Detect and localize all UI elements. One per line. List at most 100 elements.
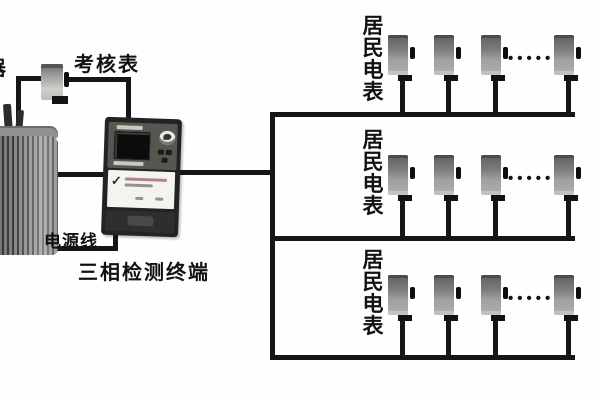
meter-drop xyxy=(493,198,498,238)
wire-to-assessment-meter xyxy=(16,76,46,81)
terminal-dial-mark xyxy=(163,133,172,141)
transformer-icon xyxy=(0,100,60,257)
terminal-button xyxy=(157,149,164,155)
transformer-shading xyxy=(0,136,58,255)
meter-drop xyxy=(446,318,451,357)
meter-seal xyxy=(503,47,508,59)
transformer-body xyxy=(0,136,58,255)
terminal-brand-text xyxy=(116,125,143,131)
meter-seal xyxy=(456,287,461,299)
meter-terminal-bar xyxy=(491,195,505,201)
terminal-front-panel xyxy=(107,121,178,171)
meter-drop xyxy=(400,78,405,114)
meter-drop xyxy=(400,318,405,357)
meter-drop xyxy=(400,198,405,238)
nameplate-text-line xyxy=(124,177,167,182)
meter-seal xyxy=(456,167,461,179)
meter-terminal-bar xyxy=(491,75,505,81)
meter-seal xyxy=(410,287,415,299)
meter-body xyxy=(434,275,454,315)
bus-line-row3 xyxy=(270,355,575,360)
meter-seal xyxy=(576,287,581,299)
terminal-button xyxy=(161,157,168,163)
meter-terminal-bar xyxy=(398,195,412,201)
electric-meter-icon xyxy=(434,35,462,81)
meter-seal xyxy=(576,47,581,59)
meter-drop xyxy=(493,318,498,357)
meter-seal xyxy=(410,167,415,179)
meter-terminal-bar xyxy=(491,315,505,321)
meter-seal xyxy=(456,47,461,59)
wire-down-to-terminal xyxy=(126,77,131,122)
meter-terminal-bar xyxy=(52,96,68,104)
meter-terminal-bar xyxy=(444,315,458,321)
meter-terminal-bar xyxy=(564,195,578,201)
meter-seal xyxy=(576,167,581,179)
wire-transformer-up xyxy=(16,76,21,140)
ellipsis-dots-row3: ••••• xyxy=(508,290,555,307)
electric-meter-icon xyxy=(388,275,416,321)
terminal-button xyxy=(165,149,172,156)
nameplate-text-line xyxy=(135,196,144,201)
meter-body xyxy=(388,35,408,75)
terminal-cover-detail xyxy=(127,215,154,227)
meter-seal xyxy=(410,47,415,59)
meter-body xyxy=(388,275,408,315)
electric-meter-icon xyxy=(434,275,462,321)
residential-meter-label-row1: 居民电表 xyxy=(362,15,384,104)
residential-meter-label-row3: 居民电表 xyxy=(362,249,384,338)
ellipsis-dots-row1: ••••• xyxy=(508,50,555,67)
meter-body xyxy=(41,64,63,100)
meter-body xyxy=(434,35,454,75)
power-line-label: 电源线 xyxy=(44,232,98,251)
terminal-nameplate: ✓ xyxy=(106,169,176,210)
assessment-meter-icon xyxy=(41,64,70,106)
bus-line-row2 xyxy=(270,236,575,241)
meter-terminal-bar xyxy=(444,75,458,81)
power-line-wire xyxy=(0,246,118,251)
meter-body xyxy=(434,155,454,195)
meter-body xyxy=(554,275,574,315)
electric-meter-icon xyxy=(554,275,582,321)
wire-assessment-to-bend xyxy=(69,77,131,82)
electric-meter-icon xyxy=(481,275,509,321)
meter-drop xyxy=(493,78,498,114)
meter-terminal-bar xyxy=(398,315,412,321)
partial-edge-label: 器 xyxy=(0,52,6,81)
meter-body xyxy=(554,35,574,75)
meter-drop xyxy=(446,78,451,114)
meter-terminal-bar xyxy=(564,75,578,81)
meter-seal xyxy=(64,72,69,87)
meter-seal xyxy=(503,287,508,299)
nameplate-text-line xyxy=(124,183,153,188)
electric-meter-icon xyxy=(481,155,509,201)
electric-meter-icon xyxy=(554,155,582,201)
meter-body xyxy=(388,155,408,195)
terminal-lcd-screen xyxy=(113,131,151,161)
residential-meter-label-row2: 居民电表 xyxy=(362,129,384,218)
transformer-cap xyxy=(0,126,58,138)
meter-terminal-bar xyxy=(398,75,412,81)
meter-terminal-bar xyxy=(564,315,578,321)
terminal-lower-cover xyxy=(105,209,175,234)
meter-drop xyxy=(446,198,451,238)
electric-meter-icon xyxy=(481,35,509,81)
electric-meter-icon xyxy=(434,155,462,201)
wire-transformer-terminal xyxy=(50,172,106,177)
meter-drop xyxy=(566,318,571,357)
wire-terminal-to-trunk xyxy=(179,170,274,175)
meter-seal xyxy=(503,167,508,179)
nameplate-text-line xyxy=(155,197,164,201)
terminal-text-row xyxy=(113,161,144,167)
checkmark-icon: ✓ xyxy=(110,172,123,189)
meter-body xyxy=(481,155,501,195)
ellipsis-dots-row2: ••••• xyxy=(508,170,555,187)
electric-meter-icon xyxy=(554,35,582,81)
meter-drop xyxy=(566,78,571,114)
assessment-meter-label: 考核表 xyxy=(74,54,140,76)
electric-meter-icon xyxy=(388,35,416,81)
meter-body xyxy=(481,275,501,315)
terminal-label: 三相检测终端 xyxy=(78,262,210,284)
meter-body xyxy=(554,155,574,195)
